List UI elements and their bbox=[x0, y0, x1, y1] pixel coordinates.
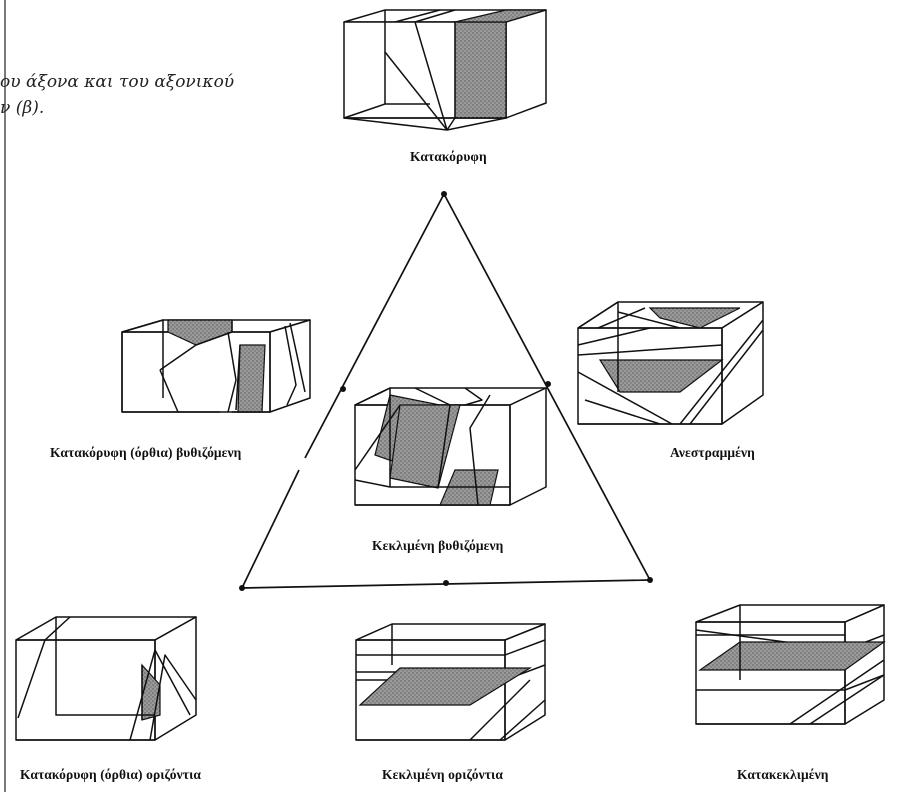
block-diagram-bottom-left bbox=[15, 616, 197, 741]
label-top: Κατακόρυφη bbox=[410, 149, 487, 164]
block-diagram-center bbox=[354, 387, 547, 506]
label-bottom-right: Κατακεκλιμένη bbox=[737, 767, 829, 782]
classification-triangle bbox=[239, 191, 653, 591]
triangle-midpoint-bottom bbox=[443, 580, 449, 586]
block-diagram-top bbox=[343, 9, 547, 131]
label-bottom-left: Κατακόρυφη (όρθια) οριζόντια bbox=[20, 767, 201, 782]
block-diagram-upper-right bbox=[577, 301, 764, 425]
block-diagram-bottom-right bbox=[695, 604, 886, 725]
figure-caption-line-2: ν (β). bbox=[0, 98, 45, 118]
triangle-vertex-right bbox=[647, 577, 653, 583]
block-diagram-upper-left bbox=[121, 319, 311, 413]
label-bottom-center: Κεκλιμένη οριζόντια bbox=[382, 767, 503, 782]
triangle-vertex-left bbox=[239, 585, 245, 591]
triangle-midpoint-right bbox=[545, 381, 551, 387]
triangle-vertex-top bbox=[441, 191, 447, 197]
triangle-midpoint-left bbox=[340, 386, 346, 392]
label-upper-left: Κατακόρυφη (όρθια) βυθιζόμενη bbox=[50, 445, 242, 460]
figure-caption-line-1: ου άξονα και του αξονικού bbox=[0, 72, 235, 92]
label-upper-right: Ανεστραμμένη bbox=[670, 445, 755, 460]
block-diagram-bottom-center bbox=[355, 623, 546, 741]
label-center: Κεκλιμένη βυθιζόμενη bbox=[372, 538, 504, 553]
